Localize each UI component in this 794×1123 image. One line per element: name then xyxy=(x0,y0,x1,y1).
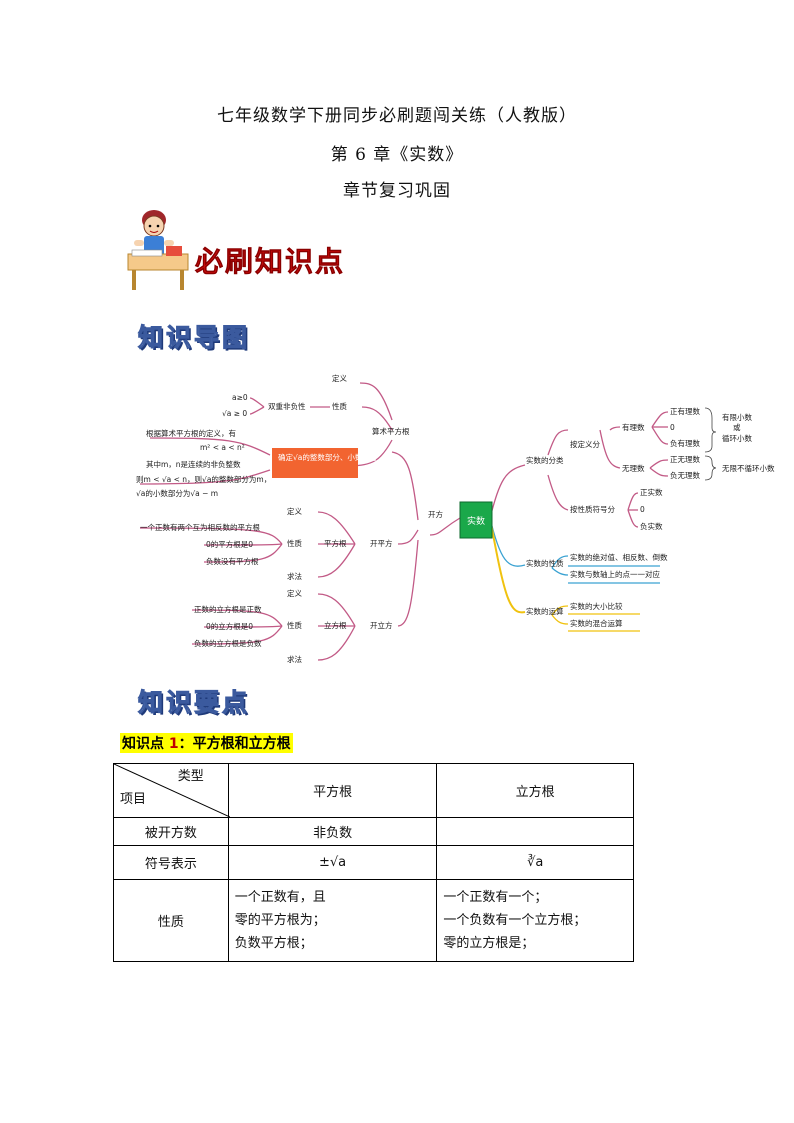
node-cb-p3: 负数的立方根是负数 xyxy=(194,638,262,648)
banner-title: 必刷知识点 xyxy=(195,245,346,279)
node-cb-p2: 0的立方根是0 xyxy=(206,621,253,631)
cell-cb: ∛a xyxy=(436,845,634,880)
node-lifanggen: 立方根 xyxy=(324,620,347,630)
node-zero-1: 0 xyxy=(670,423,675,432)
node-fushishu: 负实数 xyxy=(640,521,663,531)
node-kaipingfang: 开平方 xyxy=(370,538,393,548)
node-def-2: 定义 xyxy=(287,506,302,516)
property-line: 零的平方根为； xyxy=(234,913,326,928)
row-label: 被开方数 xyxy=(113,817,229,846)
property-line: 一个负数有一个立方根； xyxy=(443,913,587,928)
node-sqrt-ge0: √a ≥ 0 xyxy=(222,409,247,418)
node-suanshu-pingfanggen: 算术平方根 xyxy=(372,426,410,436)
node-zero-2: 0 xyxy=(640,505,645,514)
node-ys1: 实数的大小比较 xyxy=(570,601,623,611)
corner-top-label: 类型 xyxy=(177,769,204,784)
cell-sq: 非负数 xyxy=(227,817,438,846)
student-illustration xyxy=(127,210,189,290)
node-fuwuli: 负无理数 xyxy=(670,470,700,480)
table-row: 符号表示 ±√a ∛a xyxy=(113,845,634,880)
cell-sq: ±√a xyxy=(227,845,438,880)
node-a-ge0: a≥0 xyxy=(232,393,248,402)
kp-prefix: 知识点 xyxy=(122,736,169,752)
node-youxian: 有限小数 xyxy=(722,412,752,422)
node-shishu-fenlei: 实数的分类 xyxy=(526,455,564,465)
node-def-3: 定义 xyxy=(287,588,302,598)
knowledge-point-label: 知识点 1：平方根和立方根 xyxy=(120,733,293,753)
node-xz1: 实数的绝对值、相反数、倒数 xyxy=(570,552,668,562)
node-anding: 按定义分 xyxy=(570,439,600,449)
row-label: 性质 xyxy=(113,879,229,962)
node-shishu-yunsuan: 实数的运算 xyxy=(526,606,564,616)
node-zhengyouli: 正有理数 xyxy=(670,406,700,416)
chapter-title: 第 6 章《实数》 xyxy=(330,145,464,165)
node-qiufa-2: 求法 xyxy=(287,654,302,664)
corner-cell: 类型 项目 xyxy=(113,763,230,818)
node-xunhuan: 循环小数 xyxy=(722,433,752,443)
node-def-1: 定义 xyxy=(332,373,347,383)
kp-title: ：平方根和立方根 xyxy=(178,736,291,752)
node-shuangchong: 双重非负性 xyxy=(268,401,306,411)
column-header-cb: 立方根 xyxy=(436,763,634,818)
node-zhengwuli: 正无理数 xyxy=(670,454,700,464)
property-line: 一个正数有一个； xyxy=(443,890,548,905)
points-section-title: 知识要点 xyxy=(137,688,251,718)
table-row: 性质 一个正数有，且 零的平方根为； 负数平方根； 一个正数有一个； 一个负数有… xyxy=(113,879,634,962)
property-line: 一个正数有，且 xyxy=(234,890,326,905)
node-youli: 有理数 xyxy=(622,422,645,432)
property-line: 负数平方根； xyxy=(234,936,313,951)
node-pingfanggen: 平方根 xyxy=(324,538,347,548)
node-prop-2: 性质 xyxy=(287,538,302,548)
corner-bottom-label: 项目 xyxy=(120,792,147,807)
node-sq-p3: 负数没有平方根 xyxy=(206,556,259,566)
node-wuxian: 无限不循环小数 xyxy=(722,463,775,473)
section-subtitle: 章节复习巩固 xyxy=(343,181,451,201)
node-wuli: 无理数 xyxy=(622,463,645,473)
roots-comparison-table: 类型 项目 平方根 立方根 被开方数 非负数 符号表示 ±√a ∛a 性质 一个… xyxy=(113,763,634,962)
node-huo: 或 xyxy=(733,422,741,432)
node-shishu-xingzhi: 实数的性质 xyxy=(526,558,564,568)
node-cb-p1: 正数的立方根是正数 xyxy=(194,604,262,614)
node-prop-3: 性质 xyxy=(287,620,302,630)
row-label: 符号表示 xyxy=(113,845,229,880)
mindmap-center: 实数 xyxy=(467,515,485,527)
node-kaifang: 开方 xyxy=(428,509,443,519)
node-anfuhao: 按性质符号分 xyxy=(570,504,615,514)
node-prop-1: 性质 xyxy=(332,401,347,411)
node-ze: 则m < √a < n，则√a的整数部分为m， xyxy=(136,474,271,484)
node-qiufa-1: 求法 xyxy=(287,571,302,581)
node-fuyouli: 负有理数 xyxy=(670,438,700,448)
node-qizhong: 其中m，n是连续的非负整数 xyxy=(146,459,241,469)
node-genju: 根据算术平方根的定义，有 xyxy=(146,428,236,438)
node-sq-p1: 一个正数有两个互为相反数的平方根 xyxy=(140,522,260,532)
node-xz2: 实数与数轴上的点一一对应 xyxy=(570,569,660,579)
property-line: 零的立方根是； xyxy=(443,936,535,951)
document-title: 七年级数学下册同步必刷题闯关练（人教版） xyxy=(217,106,577,126)
cell-property-cb: 一个正数有一个； 一个负数有一个立方根； 零的立方根是； xyxy=(436,879,634,962)
table-row: 被开方数 非负数 xyxy=(113,817,634,846)
mindmap-section-title: 知识导图 xyxy=(137,323,251,353)
column-header-sq: 平方根 xyxy=(227,763,438,818)
cell-cb xyxy=(436,817,634,846)
node-sq-p2: 0的平方根是0 xyxy=(206,539,253,549)
cell-property-sq: 一个正数有，且 零的平方根为； 负数平方根； xyxy=(227,879,438,962)
node-ys2: 实数的混合运算 xyxy=(570,618,623,628)
table-header-row: 类型 项目 平方根 立方根 xyxy=(113,763,634,818)
node-zhengshishu: 正实数 xyxy=(640,487,663,497)
node-queding: 确定√a的整数部分、小数部分 xyxy=(278,452,378,462)
diagonal-line xyxy=(114,764,230,817)
kp-number: 1 xyxy=(168,736,179,752)
node-xiaoshu: √a的小数部分为√a − m xyxy=(136,488,218,498)
node-ineq: m² < a < n² xyxy=(200,443,245,452)
node-kailifang: 开立方 xyxy=(370,620,393,630)
